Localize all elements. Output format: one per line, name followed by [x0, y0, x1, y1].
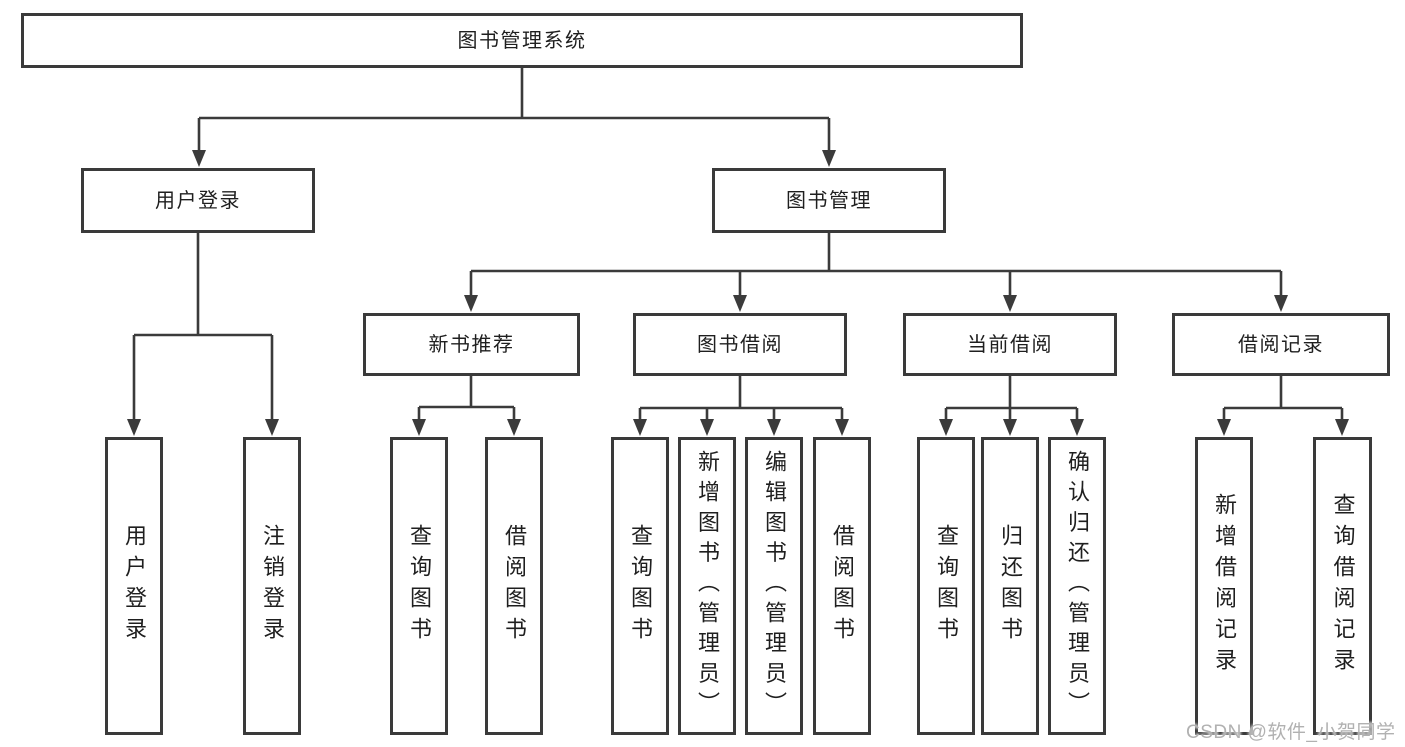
leaf-borrow-edit-book-label: 编辑图书（管理员）: [762, 450, 787, 722]
node-root-label: 图书管理系统: [457, 29, 587, 52]
node-book-borrow: 图书借阅: [633, 313, 847, 376]
node-book-management: 图书管理: [712, 168, 946, 233]
node-new-book-recommend-label: 新书推荐: [428, 333, 515, 356]
node-borrow-record-label: 借阅记录: [1238, 333, 1324, 356]
node-new-book-recommend: 新书推荐: [363, 313, 580, 376]
leaf-record-add-record-label: 新增借阅记录: [1212, 493, 1237, 679]
leaf-borrow-borrow-book-label: 借阅图书: [830, 524, 855, 648]
leaf-user-login: 用户登录: [105, 437, 163, 735]
leaf-current-query-book: 查询图书: [917, 437, 975, 735]
leaf-borrow-add-book-label: 新增图书（管理员）: [695, 450, 720, 722]
leaf-borrow-add-book: 新增图书（管理员）: [678, 437, 736, 735]
leaf-current-confirm-return-label: 确认归还（管理员）: [1065, 450, 1090, 722]
leaf-logout: 注销登录: [243, 437, 301, 735]
leaf-borrow-query-book-label: 查询图书: [628, 524, 653, 648]
node-current-borrow-label: 当前借阅: [967, 333, 1053, 356]
leaf-recommend-borrow-book: 借阅图书: [485, 437, 543, 735]
leaf-borrow-query-book: 查询图书: [611, 437, 669, 735]
leaf-user-login-label: 用户登录: [122, 524, 147, 648]
leaf-current-confirm-return: 确认归还（管理员）: [1048, 437, 1106, 735]
leaf-recommend-borrow-book-label: 借阅图书: [502, 524, 527, 648]
node-current-borrow: 当前借阅: [903, 313, 1117, 376]
leaf-current-return-book-label: 归还图书: [998, 524, 1023, 648]
leaf-recommend-query-book: 查询图书: [390, 437, 448, 735]
watermark-text: CSDN @软件_小贺同学: [1186, 722, 1396, 743]
leaf-recommend-query-book-label: 查询图书: [407, 524, 432, 648]
node-root: 图书管理系统: [21, 13, 1023, 68]
node-book-borrow-label: 图书借阅: [697, 333, 783, 356]
leaf-record-query-record: 查询借阅记录: [1313, 437, 1372, 735]
node-user-login: 用户登录: [81, 168, 315, 233]
leaf-current-return-book: 归还图书: [981, 437, 1039, 735]
leaf-logout-label: 注销登录: [260, 524, 285, 648]
leaf-borrow-borrow-book: 借阅图书: [813, 437, 871, 735]
leaf-record-add-record: 新增借阅记录: [1195, 437, 1253, 735]
node-borrow-record: 借阅记录: [1172, 313, 1390, 376]
node-user-login-label: 用户登录: [155, 189, 241, 212]
leaf-borrow-edit-book: 编辑图书（管理员）: [745, 437, 803, 735]
leaf-current-query-book-label: 查询图书: [934, 524, 959, 648]
node-book-management-label: 图书管理: [786, 189, 872, 212]
leaf-record-query-record-label: 查询借阅记录: [1330, 493, 1356, 679]
